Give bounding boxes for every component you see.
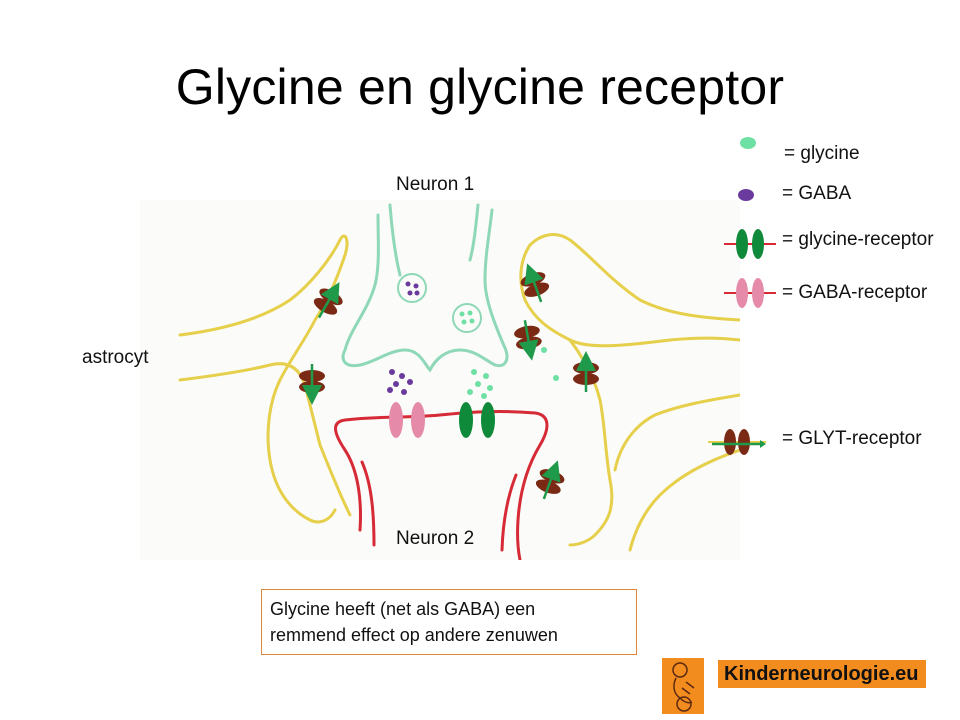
slide-title: Glycine en glycine receptor [175, 59, 785, 115]
astrocyte [178, 233, 740, 552]
synapse-diagram [140, 200, 740, 560]
diagram-background [140, 200, 740, 560]
glyt-receptor-icon [708, 429, 766, 455]
neuron-2-label: Neuron 2 [396, 528, 475, 549]
legend-glycine-receptor: = glycine-receptor [782, 229, 934, 250]
brand-logo-icon [662, 658, 704, 714]
vesicle-glycine [452, 303, 482, 333]
legend-gaba-receptor: = GABA-receptor [782, 282, 928, 303]
glycine-receptor-icon [724, 229, 776, 259]
neuron-1-label: Neuron 1 [396, 174, 475, 195]
brand-name[interactable]: Kinderneurologie.eu [718, 660, 926, 688]
glycine-icon [740, 137, 756, 149]
gaba-receptor [389, 402, 425, 438]
note-line-2: remmend effect op andere zenuwen [270, 625, 558, 645]
note-box: Glycine heeft (net als GABA) een remmend… [261, 589, 637, 655]
glyt-transporter [299, 263, 599, 500]
astrocyte-label: astrocyt [82, 347, 149, 368]
vesicle-gaba [397, 273, 427, 303]
note-line-1: Glycine heeft (net als GABA) een [270, 599, 536, 619]
gaba-receptor-icon [724, 278, 776, 308]
legend-glycine: = glycine [784, 143, 860, 164]
legend-glyt-receptor: = GLYT-receptor [782, 428, 922, 449]
glycine-receptor [459, 402, 495, 438]
gaba-molecules [387, 369, 413, 395]
legend-gaba: = GABA [782, 183, 852, 204]
neuron-1 [341, 203, 509, 373]
gaba-icon [738, 189, 754, 201]
